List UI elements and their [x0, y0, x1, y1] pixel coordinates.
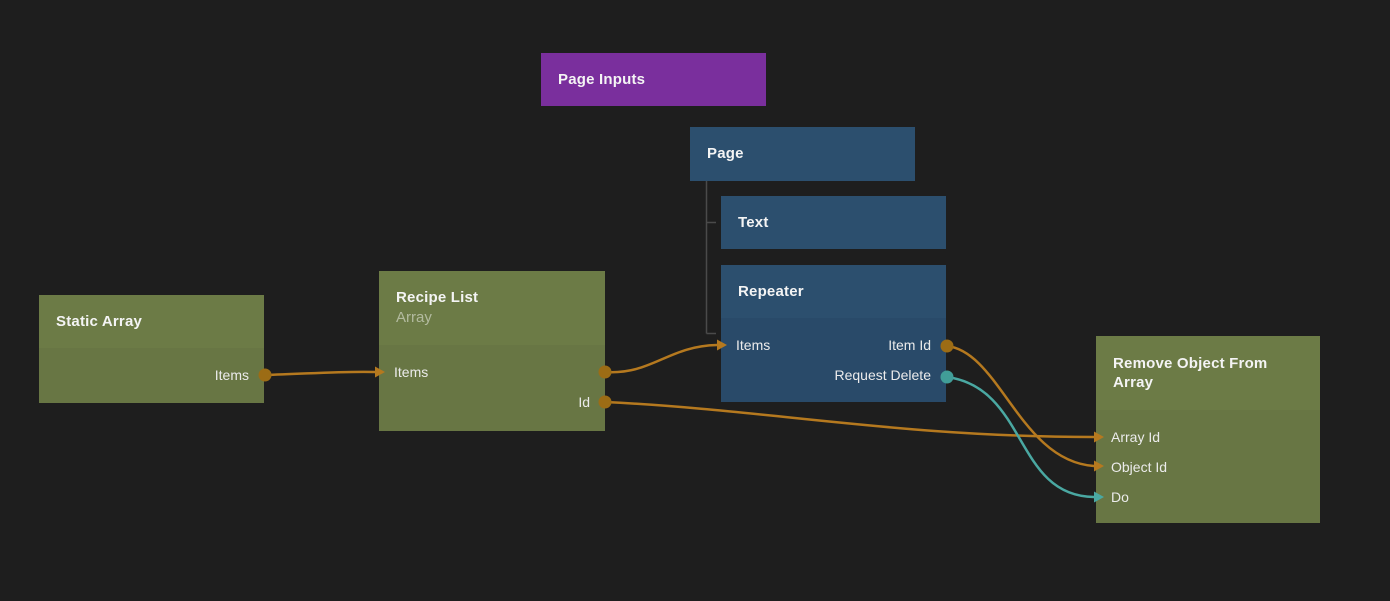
output-port-id[interactable]: Id — [578, 394, 590, 410]
node-page[interactable]: Page — [690, 127, 915, 181]
node-title: Page Inputs — [558, 70, 646, 88]
input-port-items[interactable]: Items — [394, 364, 429, 380]
connection-repeater-itemid-to-remove-object-id[interactable] — [940, 339, 1105, 472]
port-row-array-id[interactable]: Array Id — [1096, 422, 1320, 452]
connection-wire[interactable] — [945, 344, 1096, 468]
node-static-array-header: Static Array — [39, 295, 264, 348]
port-row-request-delete[interactable]: Request Delete — [721, 360, 946, 390]
node-title: Static Array — [56, 312, 143, 330]
input-port-object-id[interactable]: Object Id — [1111, 459, 1168, 475]
node-text-header: Text — [721, 196, 946, 249]
connection-recipelist-items-to-repeater-items[interactable] — [598, 339, 728, 379]
node-page-header: Page — [690, 127, 915, 181]
node-title: Text — [738, 213, 769, 231]
port-row-id[interactable]: Id — [379, 387, 605, 417]
connection-wire[interactable] — [945, 375, 1096, 499]
node-recipe-list-ports: Items Id — [379, 345, 605, 431]
connection-wire[interactable] — [603, 343, 719, 374]
node-text[interactable]: Text — [721, 196, 946, 249]
input-port-do[interactable]: Do — [1111, 489, 1129, 505]
port-row-do[interactable]: Do — [1096, 482, 1320, 512]
node-recipe-list[interactable]: Recipe List Array Items Id — [379, 271, 605, 431]
node-static-array[interactable]: Static Array Items — [39, 295, 264, 403]
node-page-inputs[interactable]: Page Inputs — [541, 53, 766, 106]
node-page-inputs-header: Page Inputs — [541, 53, 766, 106]
node-remove-object-from-array[interactable]: Remove Object From Array Array Id Object… — [1096, 336, 1320, 523]
node-title: Page — [707, 145, 744, 163]
node-remove-object-ports: Array Id Object Id Do — [1096, 410, 1320, 523]
node-subtitle: Array — [396, 308, 432, 326]
port-row-items[interactable]: Items — [379, 357, 605, 387]
output-port-request-delete[interactable]: Request Delete — [834, 367, 931, 383]
output-port-item-id[interactable]: Item Id — [888, 337, 931, 353]
node-repeater[interactable]: Repeater Items Item Id Request Delete — [721, 265, 946, 402]
connection-staticarray-items-to-recipelist-items[interactable] — [258, 366, 386, 382]
node-repeater-header: Repeater — [721, 265, 946, 318]
node-title: Remove Object From Array — [1113, 354, 1268, 392]
node-title: Recipe List — [396, 289, 479, 307]
node-title: Repeater — [738, 282, 804, 300]
node-static-array-ports: Items — [39, 348, 264, 403]
hierarchy-tree-lines — [705, 181, 716, 335]
node-repeater-ports: Items Item Id Request Delete — [721, 318, 946, 402]
output-port-items[interactable]: Items — [214, 367, 249, 383]
port-row-items[interactable]: Items — [39, 360, 264, 390]
connection-repeater-requestdelete-to-remove-do[interactable] — [940, 370, 1105, 503]
input-port-items[interactable]: Items — [736, 337, 771, 353]
node-recipe-list-header: Recipe List Array — [379, 271, 605, 345]
port-row-items-itemid[interactable]: Items Item Id — [721, 330, 946, 360]
input-port-array-id[interactable]: Array Id — [1111, 429, 1161, 445]
node-remove-object-header: Remove Object From Array — [1096, 336, 1320, 410]
connection-wire[interactable] — [603, 400, 1096, 439]
connection-recipelist-id-to-remove-array-id[interactable] — [598, 395, 1105, 443]
connection-wire[interactable] — [263, 370, 377, 377]
port-row-object-id[interactable]: Object Id — [1096, 452, 1320, 482]
